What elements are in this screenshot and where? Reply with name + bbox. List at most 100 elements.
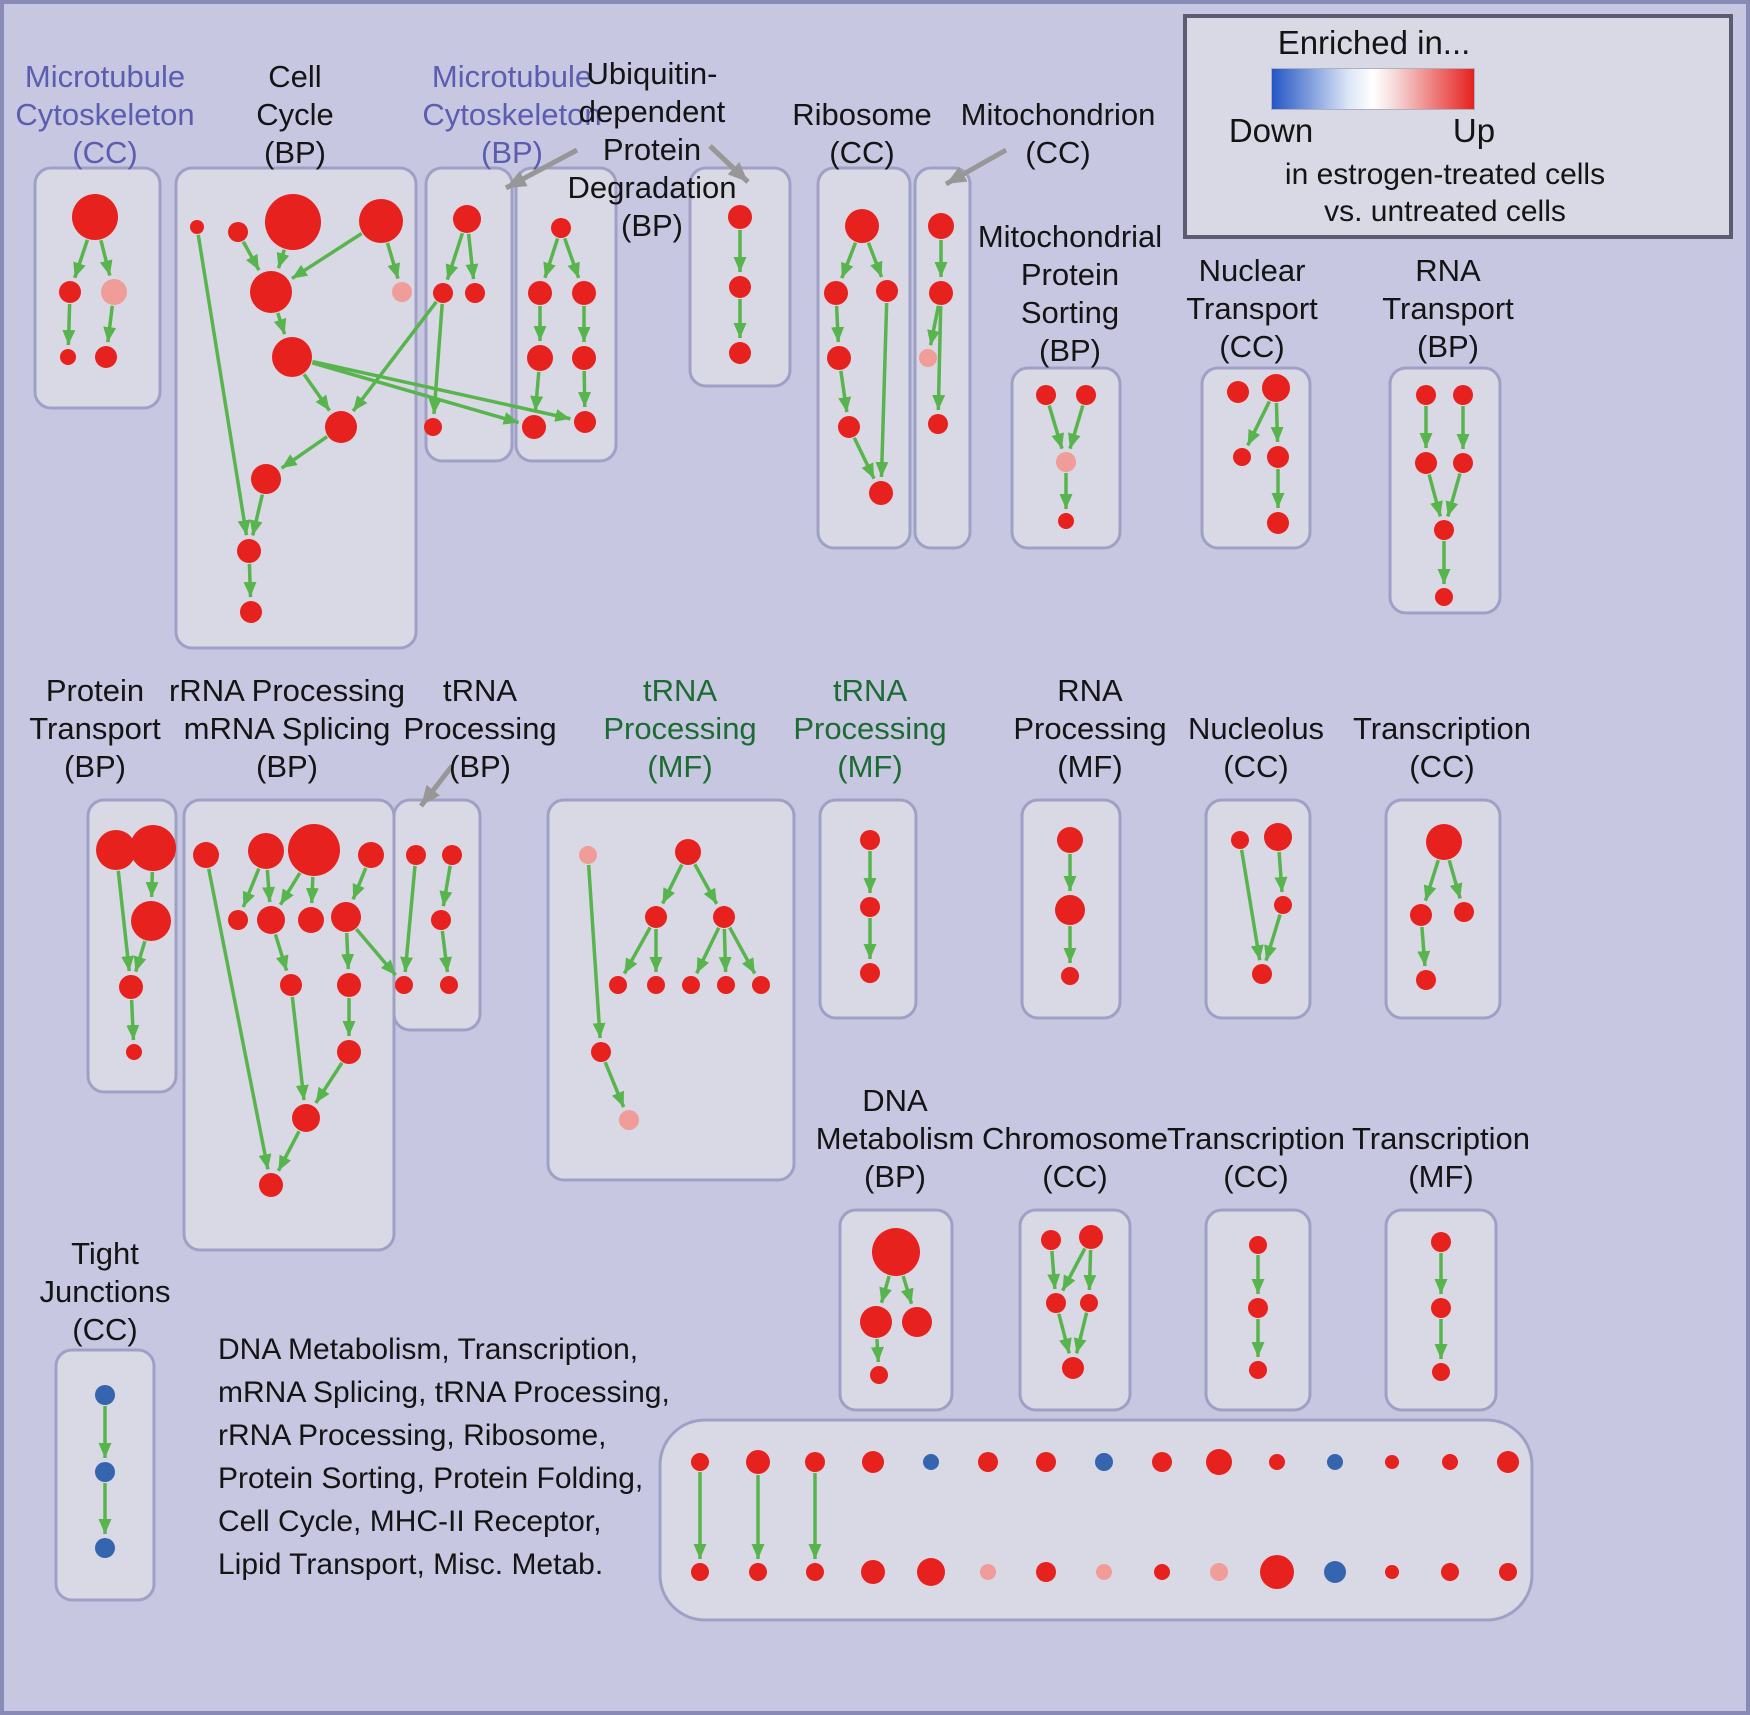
node-trna-mf-1-gb [675, 839, 701, 865]
edge-arrow [1057, 1313, 1072, 1354]
edge-arrow [563, 237, 581, 279]
node-misc-cluster-a4 [862, 1451, 884, 1473]
box-mitochondrion-cc [913, 166, 972, 550]
node-nucleolus-cc-j1 [1231, 831, 1249, 849]
edge-arrow [99, 239, 113, 276]
node-trna-mf-1-gi [752, 976, 770, 994]
edge-arrow [875, 302, 889, 478]
node-ribosome-cc-r5 [838, 416, 860, 438]
edge-arrow [385, 242, 401, 280]
legend-down-label: Down [1228, 112, 1314, 149]
node-ribosome-cc-r1 [845, 209, 879, 243]
node-ubiquitin-bp-u0 [551, 218, 571, 238]
node-misc-cluster-b14 [1441, 1563, 1459, 1581]
node-protein-degradation-2-v3 [729, 342, 751, 364]
node-transcription-cc-1-k3 [1454, 902, 1474, 922]
node-misc-cluster-a12 [1327, 1454, 1343, 1470]
edge-arrow [838, 370, 852, 413]
node-ubiquitin-bp-u6 [574, 411, 596, 433]
edge-arrow [840, 242, 858, 279]
node-nuclear-transport-cc-n4 [1267, 446, 1289, 468]
edge-arrow [439, 865, 453, 907]
node-mito-sorting-bp-s2 [1076, 385, 1096, 405]
node-protein-transport-bp-p4 [119, 975, 143, 999]
node-misc-cluster-a3 [805, 1452, 825, 1472]
node-microtubule-cc-d [60, 349, 76, 365]
node-cell-cycle-bp-g [272, 337, 312, 377]
legend-up-label: Up [1452, 112, 1496, 149]
node-misc-cluster-b4 [861, 1560, 885, 1584]
edge-arrow [1068, 405, 1085, 450]
edge-arrow [126, 999, 140, 1041]
box-nucleolus-cc [1204, 798, 1312, 1020]
node-nucleolus-cc-j3 [1274, 896, 1292, 914]
node-ubiquitin-bp-u3 [527, 345, 553, 371]
node-trna-mf-2-h1 [860, 830, 880, 850]
node-tight-junctions-cc-tj3 [95, 1538, 115, 1558]
node-protein-degradation-2-v2 [729, 276, 751, 298]
node-nuclear-transport-cc-n1 [1227, 381, 1249, 403]
node-misc-cluster-a2 [746, 1450, 770, 1474]
box-misc-cluster [658, 1418, 1534, 1622]
node-ribosome-cc-r3 [876, 280, 898, 302]
node-protein-degradation-2-v1 [728, 205, 752, 229]
node-misc-cluster-a9 [1152, 1452, 1172, 1472]
node-trna-bp-w2 [442, 845, 462, 865]
box-rrna-mrna-bp [182, 798, 396, 1252]
box-nuclear-transport-cc [1200, 366, 1312, 550]
node-misc-cluster-b6 [980, 1564, 996, 1580]
edge-arrow [695, 927, 721, 975]
annotation-arrow [708, 144, 750, 184]
node-trna-mf-1-ge [609, 976, 627, 994]
node-transcription-cc-2-e2 [1248, 1298, 1268, 1318]
node-rrna-mrna-bp-q13 [259, 1173, 283, 1197]
legend-title: Enriched in... [1277, 24, 1471, 61]
box-trna-mf-1 [546, 798, 796, 1182]
node-trna-bp-w4 [395, 976, 413, 994]
legend-desc-line2: vs. untreated cells [1324, 195, 1566, 228]
box-cell-cycle-bp [174, 166, 418, 650]
edge-arrow [145, 871, 159, 898]
node-misc-cluster-b8 [1096, 1564, 1112, 1580]
node-misc-cluster-b12 [1324, 1561, 1346, 1583]
node-dna-metabolism-bp-d3 [902, 1307, 932, 1337]
edge-arrow [133, 940, 147, 973]
node-trna-bp-w1 [406, 845, 426, 865]
node-trna-bp-w5 [440, 976, 458, 994]
node-rrna-mrna-bp-q8 [331, 902, 361, 932]
node-protein-transport-bp-p1 [96, 830, 136, 870]
node-tight-junctions-cc-tj1 [95, 1385, 115, 1405]
edge-arrow [273, 933, 289, 972]
node-mitochondrion-cc-mt1 [928, 213, 954, 239]
node-cell-cycle-bp-i [251, 464, 281, 494]
edge-arrow [1047, 405, 1064, 450]
node-mito-sorting-bp-s3 [1056, 452, 1076, 472]
node-ubiquitin-bp-u2 [572, 281, 596, 305]
edge-arrow [103, 305, 117, 343]
node-ribosome-cc-r4 [827, 346, 851, 370]
node-nucleolus-cc-j2 [1264, 823, 1292, 851]
node-nuclear-transport-cc-n2 [1262, 374, 1290, 402]
node-ubiquitin-bp-u4 [572, 346, 596, 370]
node-protein-transport-bp-p5 [126, 1044, 142, 1060]
node-dna-metabolism-bp-d2 [860, 1306, 892, 1338]
summary-text: DNA Metabolism, Transcription, mRNA Spli… [218, 1333, 670, 1581]
node-trna-mf-1-ga [579, 846, 597, 864]
node-rna-processing-mf-i1 [1057, 827, 1083, 853]
node-misc-cluster-a13 [1385, 1455, 1399, 1469]
edge-arrow [351, 300, 438, 413]
node-microtubule-cc-e [95, 346, 117, 368]
node-rna-processing-mf-i3 [1061, 967, 1079, 985]
edge-arrow [280, 435, 329, 470]
edge-arrow [465, 233, 479, 280]
node-dna-metabolism-bp-d4 [870, 1366, 888, 1384]
annotation-arrow [944, 147, 1008, 187]
node-rna-transport-bp-t1 [1416, 385, 1436, 405]
node-rrna-mrna-bp-q1 [193, 842, 219, 868]
edge-arrow [530, 371, 544, 412]
node-protein-transport-bp-p3 [131, 901, 171, 941]
edge-arrow [276, 1130, 301, 1172]
node-rna-transport-bp-t3 [1415, 452, 1437, 474]
node-trna-mf-1-gc [645, 906, 667, 928]
